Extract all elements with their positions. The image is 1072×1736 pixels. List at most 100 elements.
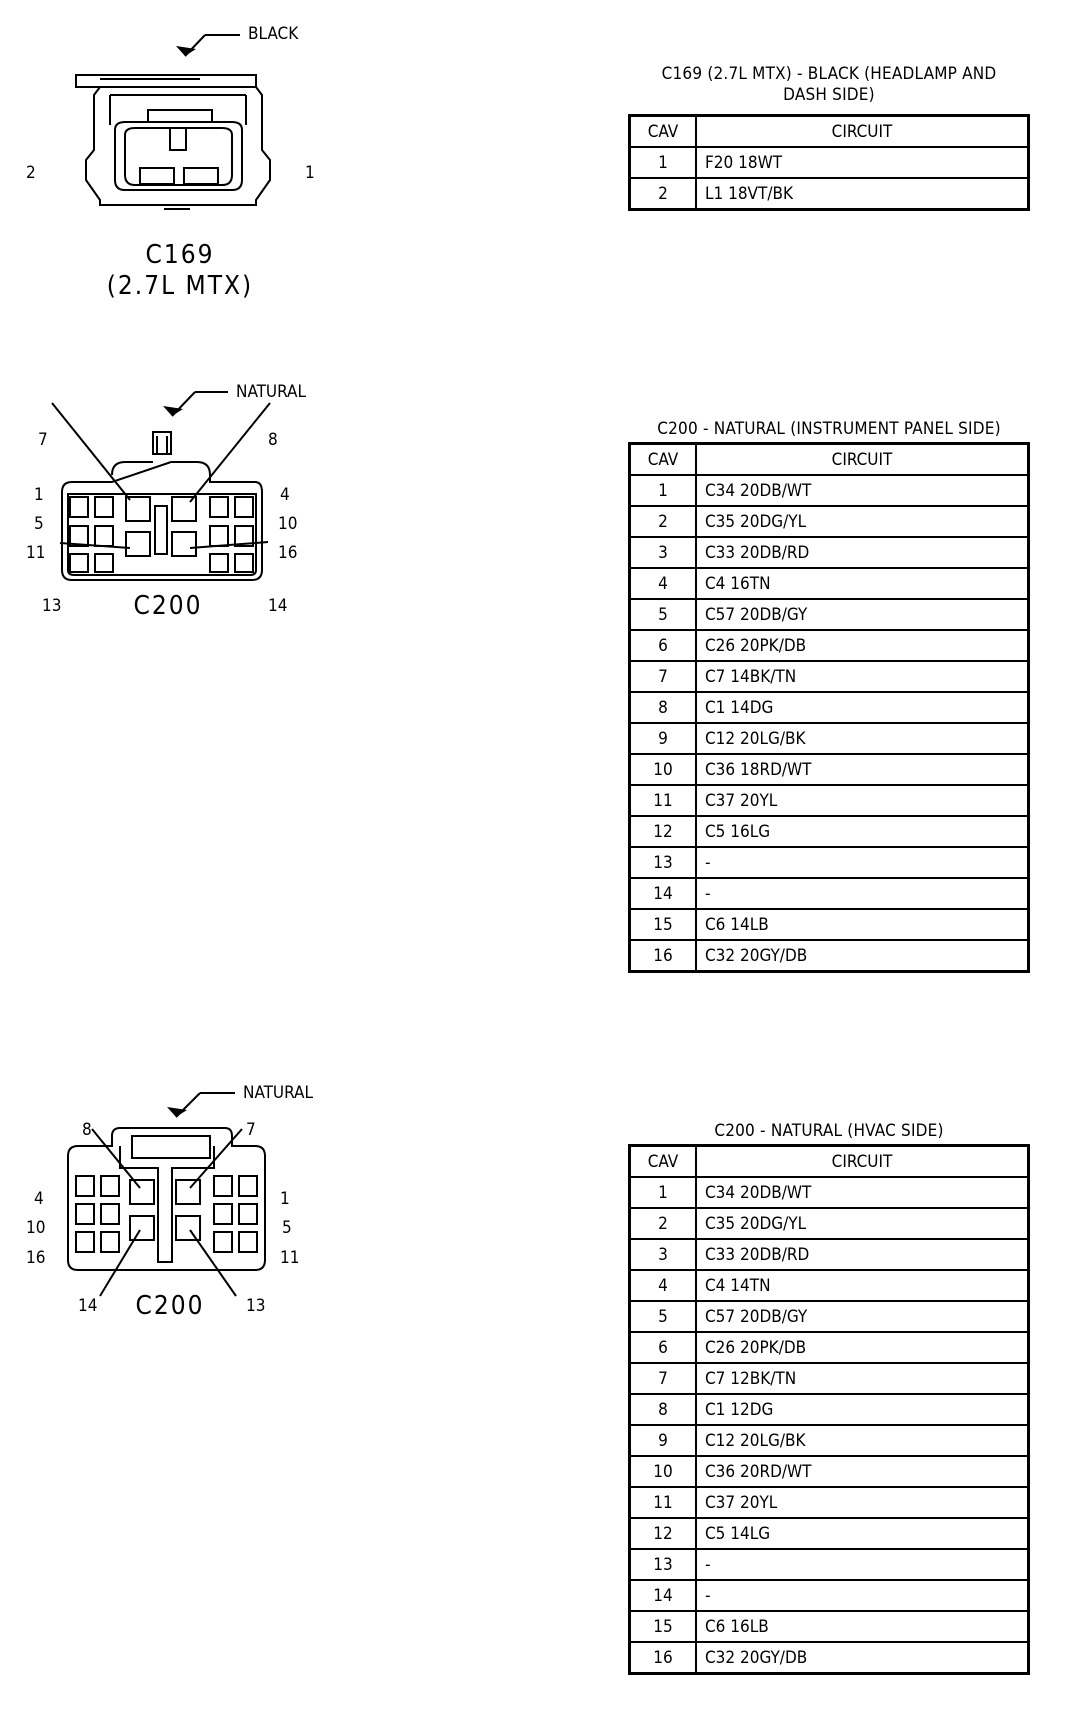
cavity-number: 1 xyxy=(628,474,697,507)
c169-connector-name: C169 xyxy=(145,240,215,270)
circuit-header: CIRCUIT xyxy=(695,114,1030,148)
circuit-header: CIRCUIT xyxy=(695,442,1030,476)
c200-hvac-pin-label-1: 1 xyxy=(280,1189,290,1209)
circuit-code: C33 20DB/RD xyxy=(695,1238,1030,1271)
cavity-number: 15 xyxy=(628,908,697,941)
cavity-number: 11 xyxy=(628,784,697,817)
c200-ip-pin-label-5: 5 xyxy=(34,514,44,534)
table-header-row: CAV CIRCUIT xyxy=(628,114,1030,148)
table-header-row: CAV CIRCUIT xyxy=(628,442,1030,476)
cavity-number: 11 xyxy=(628,1486,697,1519)
cavity-number: 7 xyxy=(628,1362,697,1395)
c200-hvac-pin-label-16: 16 xyxy=(26,1248,46,1268)
c200-hvac-connector-name: C200 xyxy=(135,1291,205,1321)
c169-pin-label-1: 1 xyxy=(305,163,315,183)
table-row: 13- xyxy=(628,846,1030,879)
cavity-number: 6 xyxy=(628,629,697,662)
circuit-code: - xyxy=(695,1548,1030,1581)
circuit-code: C6 14LB xyxy=(695,908,1030,941)
c169-table-caption: C169 (2.7L MTX) - BLACK (HEADLAMP AND DA… xyxy=(661,64,997,105)
circuit-code: C7 14BK/TN xyxy=(695,660,1030,693)
c200-ip-connector-drawing xyxy=(51,391,271,581)
cav-header: CAV xyxy=(628,1144,697,1178)
circuit-code: C36 20RD/WT xyxy=(695,1455,1030,1488)
c200-hvac-pin-label-13: 13 xyxy=(246,1296,266,1316)
circuit-code: C12 20LG/BK xyxy=(695,1424,1030,1457)
circuit-code: C34 20DB/WT xyxy=(695,1176,1030,1209)
c200-ip-connector-figure: NATURAL 7 8 1 4 5 10 11 16 13 14 C200 xyxy=(0,370,360,630)
circuit-code: - xyxy=(695,877,1030,910)
circuit-code: C12 20LG/BK xyxy=(695,722,1030,755)
circuit-code: C4 14TN xyxy=(695,1269,1030,1302)
c200-hvac-cavities xyxy=(75,1128,258,1297)
circuit-code: C5 14LG xyxy=(695,1517,1030,1550)
cavity-number: 10 xyxy=(628,753,697,786)
circuit-code: - xyxy=(695,1579,1030,1612)
c200-ip-color-callout: NATURAL xyxy=(236,382,307,402)
cavity-number: 3 xyxy=(628,536,697,569)
circuit-code: C7 12BK/TN xyxy=(695,1362,1030,1395)
c169-connector-drawing xyxy=(75,34,271,210)
c200-hvac-pin-label-7: 7 xyxy=(246,1120,256,1140)
c200-hvac-pin-label-5: 5 xyxy=(282,1218,292,1238)
c200-hvac-pin-label-8: 8 xyxy=(82,1120,92,1140)
c200-hvac-connector-figure: NATURAL 8 7 4 1 10 5 16 11 14 13 C200 xyxy=(0,1070,360,1330)
cavity-number: 1 xyxy=(628,146,697,179)
cavity-number: 13 xyxy=(628,1548,697,1581)
c200-ip-pin-label-4: 4 xyxy=(280,485,290,505)
c200-ip-pin-label-11: 11 xyxy=(26,543,46,563)
cavity-number: 2 xyxy=(628,177,697,211)
c200-hvac-pin-label-4: 4 xyxy=(34,1189,44,1209)
c200-ip-pin-label-1: 1 xyxy=(34,485,44,505)
c200-hvac-connector-drawing xyxy=(67,1092,266,1297)
c200-hvac-color-callout: NATURAL xyxy=(243,1083,314,1103)
c200-ip-connector-name: C200 xyxy=(133,591,203,621)
cavity-number: 12 xyxy=(628,1517,697,1550)
circuit-code: C35 20DG/YL xyxy=(695,1207,1030,1240)
c200-ip-pin-label-7: 7 xyxy=(38,430,48,450)
circuit-code: C33 20DB/RD xyxy=(695,536,1030,569)
cavity-number: 15 xyxy=(628,1610,697,1643)
circuit-code: C37 20YL xyxy=(695,1486,1030,1519)
circuit-code: C34 20DB/WT xyxy=(695,474,1030,507)
table-header-row: CAV CIRCUIT xyxy=(628,1144,1030,1178)
circuit-code: C57 20DB/GY xyxy=(695,1300,1030,1333)
circuit-code: C26 20PK/DB xyxy=(695,629,1030,662)
cavity-number: 7 xyxy=(628,660,697,693)
cavity-number: 10 xyxy=(628,1455,697,1488)
c169-pinout-block: C169 (2.7L MTX) - BLACK (HEADLAMP AND DA… xyxy=(628,64,1030,211)
c200-ip-table-caption: C200 - NATURAL (INSTRUMENT PANEL SIDE) xyxy=(657,419,1001,439)
cavity-number: 4 xyxy=(628,567,697,600)
circuit-code: F20 18WT xyxy=(695,146,1030,179)
c169-color-callout: BLACK xyxy=(248,24,299,44)
c200-hvac-pin-label-10: 10 xyxy=(26,1218,46,1238)
circuit-code: C4 16TN xyxy=(695,567,1030,600)
c169-connector-figure: BLACK 2 1 C169 (2.7L MTX) xyxy=(0,0,360,320)
c200-ip-pin-label-8: 8 xyxy=(268,430,278,450)
cavity-number: 16 xyxy=(628,1641,697,1675)
